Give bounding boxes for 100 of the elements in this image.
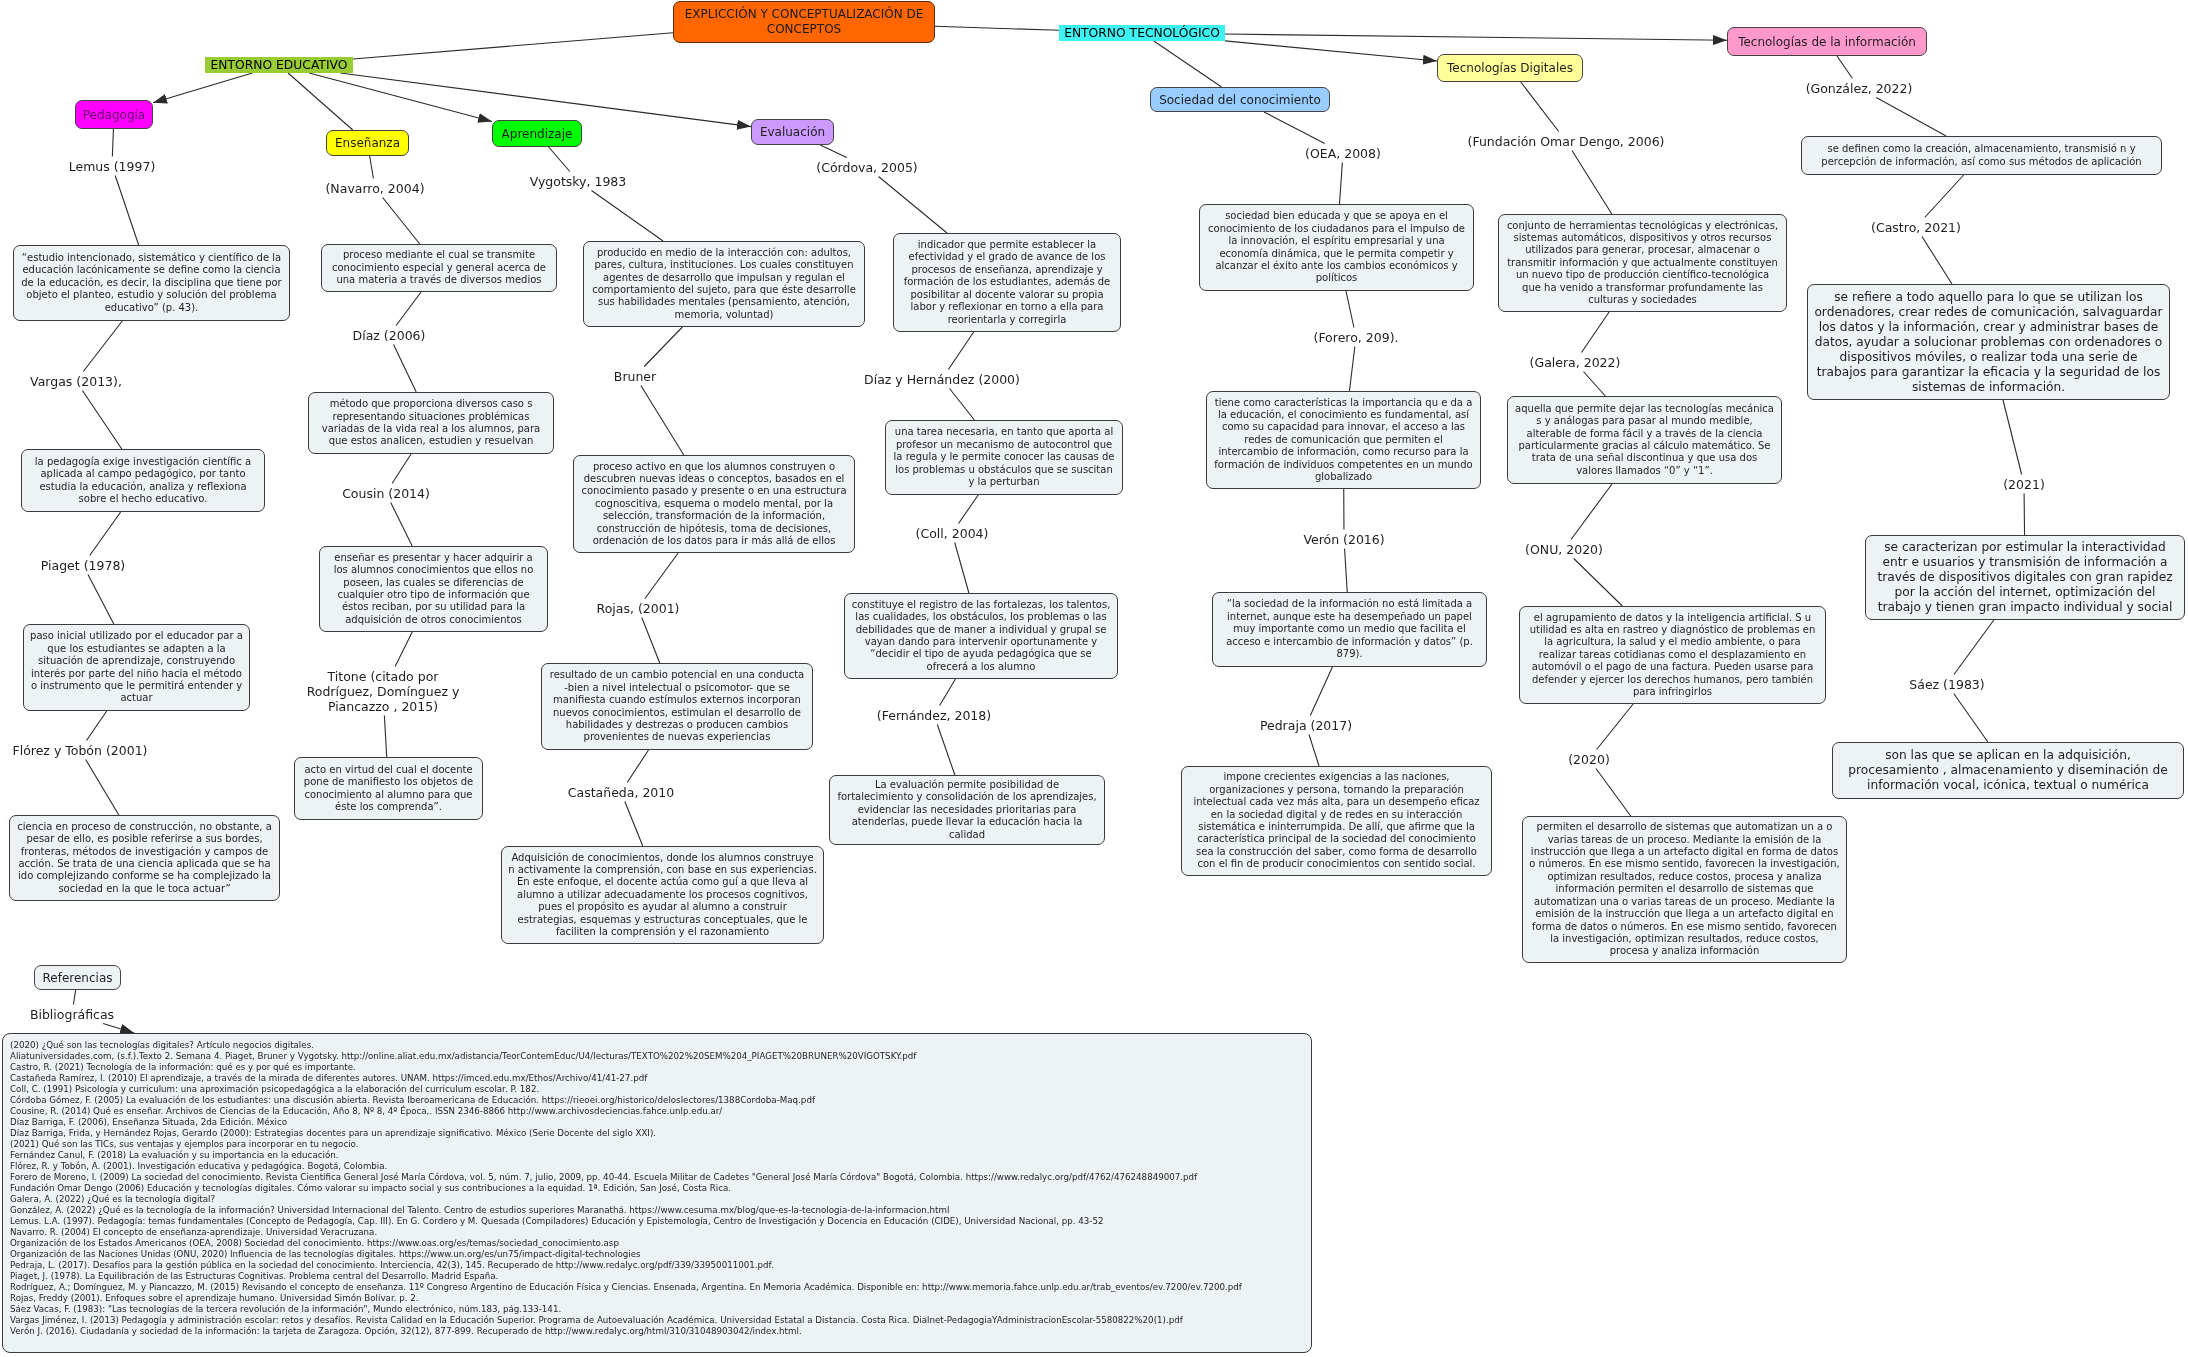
reference-entry: Piaget, J. (1978). La Equilibración de las Estructuras Cognitivas. Problema central del Desarrollo. Madrid España. xyxy=(10,1271,499,1282)
concept-node: Tecnologías Digitales xyxy=(1437,54,1583,82)
reference-entry: Rodríguez, A.; Domínguez, M. y Piancazzo, M. (2015) Revisando el concepto de enseñanza. 11º Congreso Argentino de Educación Física y Ciencias. Ensenada, Argentina. En Memoria Académica. Disponible en: http://www.memoria.fahce.unlp.edu.ar/trab_eventos/ev.7200/ev.7200.pdf xyxy=(10,1282,1242,1293)
definition-card: permiten el desarrollo de sistemas que automatizan un a o varias tareas de un proceso. Mediante la emisión de la instrucción que llega a un artefacto digital en forma de datos o números. En ese mismo sentido, favorecen la investigación, optimizan resultados, reduce costos, procesa y analiza información permiten el desarrollo de sistemas que automatizan una o varias tareas de un proceso. Mediante la emisión de la instrucción que llega a un artefacto digital en forma de datos o números. En ese mismo sentido, favorecen la investigación, optimizan resultados, reduce costos, procesa y analiza información xyxy=(1522,816,1847,963)
definition-card: impone crecientes exigencias a las naciones, organizaciones y persona, tornando la preparación intelectual cada vez más alta, para un desempeño eficaz en la sociedad digital y de redes en su interacción sistemática e ininterrumpida. De allí, que afirme que la característica principal de la sociedad del conocimiento sea la construcción del saber, como forma de desarrollo con el fin de producir conocimientos con sentido social. xyxy=(1181,766,1492,876)
definition-card: conjunto de herramientas tecnológicas y electrónicas, sistemas automáticos, dispositivos y otros recursos utilizados para generar, procesar, almacenar o transmitir información y que actualmente constituyen un nuevo tipo de producción científico-tecnológica que ha venido a transformar profundamente las culturas y sociedades xyxy=(1498,214,1787,312)
highlighted-label: ENTORNO TECNOLÓGICO xyxy=(1059,25,1225,41)
connector-line xyxy=(369,155,421,245)
edge-label: Díaz y Hernández (2000) xyxy=(862,371,1022,387)
concept-node: Evaluación xyxy=(751,119,834,145)
connector-line xyxy=(624,749,650,847)
edge-label: (Fernández, 2018) xyxy=(874,707,994,723)
edge-label: Flórez y Tobón (2001) xyxy=(10,742,150,758)
connector-line xyxy=(85,710,120,816)
connector-line xyxy=(936,678,956,776)
edge-label: (Castro, 2021) xyxy=(1869,219,1963,235)
reference-entry: Díaz Barriga, F. (2006), Enseñanza Situada, 2da Edición. México xyxy=(10,1117,288,1128)
edge-label: Lemus (1997) xyxy=(66,158,158,174)
definition-card: proceso activo en que los alumnos construyen o descubren nuevas ideas o conceptos, basados en el conocimiento pasado y presente o en una estructura cognoscitiva, esquema o modelo mental, por la selección, transformación de la información, construcción de hipótesis, toma de decisiones, ordenación de los datos para ir más allá de ellos xyxy=(573,455,855,553)
edge-label: Rojas, (2001) xyxy=(594,600,682,616)
reference-entry: Castañeda Ramírez, I. (2010) El aprendizaje, a través de la mirada de diferentes autores. UNAM. https://imced.edu.mx/Ethos/Archivo/41/41-27.pdf xyxy=(10,1073,648,1084)
definition-card: “la sociedad de la información no está limitada a internet, aunque este ha desempeñado un papel muy importante como un medio que facilita el acceso e intercambio de información y datos” (p. 879). xyxy=(1212,592,1487,667)
edge-label: (González, 2022) xyxy=(1803,80,1915,96)
connector-line xyxy=(2002,399,2026,536)
reference-entry: Díaz Barriga, Frida, y Hernández Rojas, Gerardo (2000): Estrategias docentes para un aprendizaje significativo. México (Serie Docente del siglo XXI). xyxy=(10,1128,657,1139)
definition-card: Adquisición de conocimientos, donde los alumnos construye n activamente la comprensión, con base en sus experiencias. En este enfoque, el docente actúa como guí a que lleva al alumno a utilizar adecuadamente los procesos cognitivos, pues el propósito es ayudar al alumno a construir estrategias, esquemas y estructuras conceptuales, que le faciliten la comprensión y el razonamiento xyxy=(501,846,824,944)
connector-line xyxy=(1520,81,1613,215)
definition-card: sociedad bien educada y que se apoya en el conocimiento de los ciudadanos para el impulso de la innovación, el espíritu empresarial y una economía dinámica, que le permita competir y alcanzar el éxito ante los cambios económicos y políticos xyxy=(1199,204,1474,291)
definition-card: se refiere a todo aquello para lo que se utilizan los ordenadores, crear redes de comunicación, salvaguardar los datos y la información, crear y administrar bases de datos, ayudar a solucionar problemas con ordenadores o dispositivos móviles, o realizar toda una serie de trabajos para garantizar la eficacia y la seguridad de los sistemas de información. xyxy=(1807,284,2170,400)
definition-card: el agrupamiento de datos y la inteligencia artificial. S u utilidad es alta en rastreo y diagnóstico de problemas en la agricultura, la salud y el medio ambiente, o para realizar tareas cotidianas como el desplazamiento en automóvil o el pago de una factura. Pueden usarse para defender y ejercer los derechos humanos, pero también para infringirlos xyxy=(1519,606,1826,704)
edge-label: Sáez (1983) xyxy=(1907,676,1987,692)
reference-entry: Galera, A. (2022) ¿Qué es la tecnología digital? xyxy=(10,1194,216,1205)
reference-entry: Forero de Moreno, I. (2009) La sociedad del conocimiento. Revista Científica General José María Córdova, vol. 5, núm. 7, julio, 2009, pp. 40-44. Escuela Militar de Cadetes "General José María Córdova" Bogotá, Colombia. https://www.redalyc.org/pdf/4762/476248849007.pdf xyxy=(10,1172,1198,1183)
connector-line xyxy=(392,291,422,393)
reference-entry: Cousine, R. (2014) Qué es enseñar. Archivos de Ciencias de la Educación, Año 8, Nº 8, 4º Época,. ISSN 2346-8866 http://www.archivosdeciencias.fahce.unlp.edu.ar/ xyxy=(10,1106,723,1117)
connector-line xyxy=(947,331,975,421)
definition-card: son las que se aplican en la adquisición, procesamiento , almacenamiento y diseminación de información vocal, icónica, textual o numérica xyxy=(1832,742,2184,799)
connector-line xyxy=(1263,111,1343,205)
connector-line xyxy=(81,320,123,450)
edge-label: (2020) xyxy=(1566,751,1612,767)
definition-card: tiene como características la importancia qu e da a la educación, el conocimiento es fundamental, así como su capacidad para innovar, el acceso a las redes de comunicación que permiten el intercambio de información, como recurso para la formación de individuos competentes en un mundo globalizado xyxy=(1206,391,1481,489)
connector-line xyxy=(1836,55,1947,137)
edge-label: (OEA, 2008) xyxy=(1303,145,1383,161)
connector-line xyxy=(1953,619,1995,743)
reference-entry: Navarro. R. (2004) El concepto de enseñanza-aprendizaje. Universidad Veracruzana. xyxy=(10,1227,378,1238)
connector-line xyxy=(390,453,413,547)
edge-label: Castañeda, 2010 xyxy=(565,784,677,800)
connector-line xyxy=(111,128,140,246)
definition-card: producido en medio de la interacción con: adultos, pares, cultura, instituciones. Los cuales constituyen agentes de desarrollo que impulsan y regulan el comportamiento del sujeto, para que éste desarrolle sus habilidades mentales (pensamiento, atención, memoria, voluntad) xyxy=(583,241,865,327)
connector-line xyxy=(1595,703,1634,817)
arrow xyxy=(1224,33,1728,46)
connector-line xyxy=(1343,488,1348,593)
reference-entry: Flórez, R. y Tobón, A. (2001). Investigación educativa y pedagógica. Bogotá, Colombia. xyxy=(10,1161,388,1172)
connector-line xyxy=(548,146,664,242)
edge-label: (Galera, 2022) xyxy=(1527,354,1623,370)
reference-entry: Pedraja, L. (2017). Desafíos para la gestión pública en la sociedad del conocimiento. Interciencia, 42(3), 145. Recuperado de http://www.redalyc.org/pdf/339/33950011001.pdf. xyxy=(10,1260,774,1271)
definition-card: se caracterizan por estimular la interactividad entr e usuarios y transmisión de información a través de dispositivos digitales con gran rapidez por la acción del internet, optimización del trabajo y tienen gran impacto individual y social xyxy=(1865,535,2185,620)
reference-entry: Vargas Jiménez, I. (2013) Pedagogía y administración escolar: retos y desafíos. Revista Calidad en la Educación Superior. Programa de Autoevaluación Académica. Universidad Estatal a Distancia. Costa Rica. Dialnet-PedagogiaYAdministracionEscolar-5580822%20(1).pdf xyxy=(10,1315,1183,1326)
definition-card: constituye el registro de las fortalezas, los talentos, las cualidades, los obstáculos, los problemas o las debilidades que de maner a individual y grupal se vayan dando para intervenir oportunamente y “decidir el tipo de ayuda pedagógica que se ofrecerá a los alumno xyxy=(844,593,1118,679)
arrow xyxy=(339,72,752,130)
definition-card: aquella que permite dejar las tecnologías mecánica s y análogas para pasar al mundo medible, alterable de forma fácil y a través de la ciencia particularmente gracias al cálculo matemático. Se trata de una señal discontinua y que usa dos valores llamados “0” y “1”. xyxy=(1507,396,1782,484)
connector-line xyxy=(352,32,674,60)
edge-label: (Forero, 209). xyxy=(1311,329,1401,345)
definition-card: paso inicial utilizado por el educador par a que los estudiantes se adapten a la situación de aprendizaje, construyendo interés por parte del niño hacia el método o instrumento que le permitirá entender y actuar xyxy=(23,624,250,711)
definition-card: acto en virtud del cual el docente pone de manifiesto los objetos de conocimiento al alumno para que éste los comprenda”. xyxy=(294,757,483,820)
connector-line xyxy=(819,144,948,234)
connector-line xyxy=(934,25,1060,31)
connector-line xyxy=(1580,311,1610,397)
definition-card: indicador que permite establecer la efectividad y el grado de avance de los procesos de enseñanza, aprendizaje y formación de los estudiantes, además de posibilitar al docente valorar su propia labor y reflexionar en torno a ella para reorientarla y corregirla xyxy=(893,233,1121,332)
connector-line xyxy=(1153,40,1223,88)
reference-entry: Organización de las Naciones Unidas (ONU, 2020) Influencia de las tecnologías digitales. https://www.un.org/es/un75/impact-digital-technologies xyxy=(10,1249,641,1260)
arrow xyxy=(1224,40,1438,65)
definition-card: proceso mediante el cual se transmite conocimiento especial y general acerca de una materia a través de diversos medios xyxy=(321,244,557,292)
concept-node: Tecnologías de la información xyxy=(1727,27,1927,56)
reference-entry: Lemus. L.A. (1997). Pedagogía: temas fundamentales (Concepto de Pedagogía, Cap. III). En G. Cordero y M. Quesada (Compiladores) Educación y Epistemología, Centro de Investigación y Docencia en Educación (CIDE), Universidad Nacional, pp. 43-52 xyxy=(10,1216,1104,1227)
reference-entry: Castro, R. (2021) Tecnología de la información: qué es y por qué es importante. xyxy=(10,1062,356,1073)
connector-line xyxy=(1921,174,1965,285)
connector-line xyxy=(954,494,979,594)
reference-entry: González, A. (2022) ¿Qué es la tecnología de la información? Universidad Internacional del Talento. Centro de estudios superiores Maranathá. https://www.cesuma.mx/blog/que-es-la-tecnologia-de-la-informacion.html xyxy=(10,1205,950,1216)
definition-card: resultado de un cambio potencial en una conducta -bien a nivel intelectual o psicomotor- que se manifiesta cuando estímulos externos incorporan nuevos conocimientos, estimulan el desarrollo de habilidades y destrezas o producen cambios provenientes de nuevas experiencias xyxy=(541,663,813,750)
connector-line xyxy=(287,72,354,131)
reference-entry: Fernández Canul, F. (2018) La evaluación y su importancia en la educación. xyxy=(10,1150,339,1161)
definition-card: ciencia en proceso de construcción, no obstante, a pesar de ello, es posible referirse a sus bordes, fronteras, métodos de investigación y campos de acción. Se trata de una ciencia aplicada que se ha ido complejizando conforme se ha complejizado la sociedad en la que le toca actuar” xyxy=(9,815,280,901)
definition-card: una tarea necesaria, en tanto que aporta al profesor un mecanismo de autocontrol que la regula y le permite conocer las causas de los problemas u obstáculos que se suscitan y la perturban xyxy=(885,420,1123,495)
reference-entry: Aliatuniversidades.com, (s.f.).Texto 2. Semana 4. Piaget, Bruner y Vygotsky. http://online.aliat.edu.mx/adistancia/TeorContemEduc/U4/lecturas/TEXTO%202%20SEM%204_PIAGET%20BRUNER%20VIGOTSKY.pdf xyxy=(10,1051,917,1062)
concept-node: Referencias xyxy=(34,965,121,990)
reference-entry: Fundación Omar Dengo (2006) Educación y tecnologías digitales. Cómo valorar su impacto social y sus contribuciones a la equidad. 1ª. Edición, San José, Costa Rica. xyxy=(10,1183,732,1194)
arrow xyxy=(308,72,493,123)
connector-line xyxy=(640,326,685,456)
reference-entry: Córdoba Gómez, F. (2005) La evaluación de los estudiantes: una discusión abierta. Revista Iberoamericana de Educación. https://rieoei.org/historico/deloslectores/1388Cordoba-Maq.pdf xyxy=(10,1095,815,1105)
connector-line xyxy=(383,631,413,758)
concept-node: Aprendizaje xyxy=(492,120,582,147)
edge-label: Cousin (2014) xyxy=(340,485,432,501)
highlighted-label: ENTORNO EDUCATIVO xyxy=(205,57,353,73)
reference-entry: Coll, C. (1991) Psicología y curriculum: una aproximación psicopedagógica a la elaboración del curriculum escolar. P. 182. xyxy=(10,1084,540,1095)
edge-label: (2021) xyxy=(2001,476,2047,492)
edge-label: Piaget (1978) xyxy=(38,557,128,573)
reference-entry: (2020) ¿Qué son las tecnologías digitales? Artículo negocios digitales. xyxy=(10,1040,314,1051)
edge-label: (Navarro, 2004) xyxy=(323,180,427,196)
connector-line xyxy=(87,511,122,625)
